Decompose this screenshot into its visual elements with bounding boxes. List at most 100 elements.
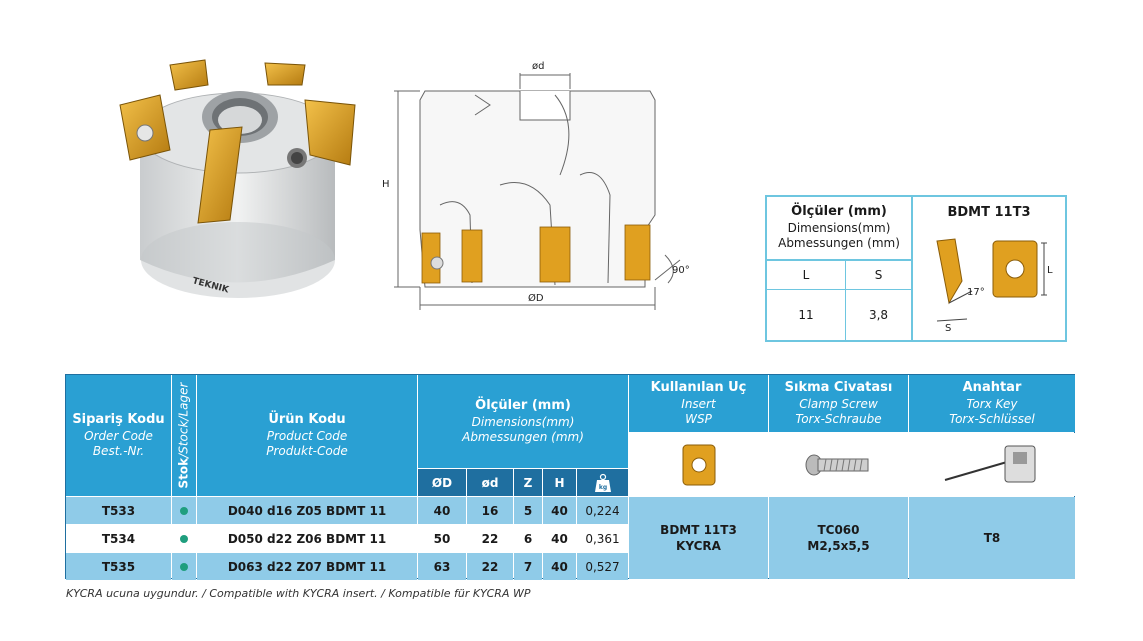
screw-image-cell <box>769 433 908 496</box>
header-key-de: Torx-Schlüssel <box>949 411 1035 426</box>
weight-icon: kg <box>594 473 611 492</box>
header-clamp-screw-de: Torx-Schraube <box>795 411 882 426</box>
header-dimensions-de: Abmessungen (mm) <box>462 429 584 444</box>
header-dimensions-tr: Ölçüler (mm) <box>475 398 571 414</box>
subheader-d: ød <box>467 469 513 496</box>
dims-val-S: 3,8 <box>868 308 889 322</box>
key-value: T8 <box>983 530 1001 545</box>
dims-title-main: Ölçüler (mm) <box>791 203 887 219</box>
subheader-weight: kg <box>577 469 628 496</box>
insert-image <box>682 444 715 485</box>
screw-value-line2: M2,5x5,5 <box>807 539 870 553</box>
header-dimensions: Ölçüler (mm) Dimensions(mm) Abmessungen … <box>418 375 628 468</box>
header-insert-de: WSP <box>685 411 712 426</box>
header-product-code-en: Product Code <box>266 428 348 443</box>
cell-product: D063 d22 Z07 BDMT 11 <box>197 553 417 580</box>
header-stock-rest: /Stock/Lager <box>176 382 191 458</box>
label-D-big: ØD <box>528 292 544 304</box>
label-d-small: ød <box>532 61 544 72</box>
key-image-cell <box>909 433 1075 496</box>
label-H: H <box>382 179 390 190</box>
torx-key-image <box>944 445 1036 482</box>
header-product-code-de: Produkt-Code <box>266 443 348 458</box>
insert-dimensions-box: Ölçüler (mm) Dimensions(mm) Abmessungen … <box>765 195 1067 342</box>
product-table: Sipariş Kodu Order Code Best.-Nr. Stok/S… <box>65 374 1075 580</box>
dims-title-cell: Ölçüler (mm) Dimensions(mm) Abmessungen … <box>767 197 911 259</box>
label-angle: 90° <box>672 265 690 276</box>
weight-icon-label: kg <box>598 484 606 491</box>
cell-weight: 0,224 <box>577 497 628 524</box>
header-stock: Stok/Stock/Lager <box>172 375 196 496</box>
cell-D: 63 <box>418 553 466 580</box>
dims-divider <box>767 289 911 290</box>
in-stock-dot-icon <box>180 534 188 543</box>
cell-d: 22 <box>467 553 513 580</box>
insert-angle: 17° <box>967 287 985 298</box>
cell-product: D040 d16 Z05 BDMT 11 <box>197 497 417 524</box>
subheader-H: H <box>543 469 576 496</box>
cell-weight: 0,527 <box>577 553 628 580</box>
dims-divider <box>767 259 911 261</box>
dims-col-S: S <box>874 268 883 282</box>
footnote: KYCRA ucuna uygundur. / Compatible with … <box>66 587 531 600</box>
screw-value-cell: TC060 M2,5x5,5 <box>769 497 908 579</box>
screw-value-line1: TC060 <box>817 522 860 537</box>
header-key: Anahtar Torx Key Torx-Schlüssel <box>909 375 1075 432</box>
header-order-code-de: Best.-Nr. <box>92 443 145 458</box>
cell-D: 40 <box>418 497 466 524</box>
header-clamp-screw: Sıkma Civatası Clamp Screw Torx-Schraube <box>769 375 908 432</box>
cell-order: T533 <box>66 497 171 524</box>
dims-title-de: Abmessungen (mm) <box>778 236 900 251</box>
header-insert-tr: Kullanılan Uç <box>650 380 747 396</box>
stock-cell <box>172 553 196 580</box>
cell-Z: 5 <box>514 497 542 524</box>
insert-label-L: L <box>1047 265 1053 276</box>
dims-title-en: Dimensions(mm) <box>787 220 891 235</box>
header-insert: Kullanılan Uç Insert WSP <box>629 375 768 432</box>
header-insert-en: Insert <box>681 396 716 411</box>
cell-product: D050 d22 Z06 BDMT 11 <box>197 525 417 552</box>
dims-col-L: L <box>802 268 810 282</box>
header-key-tr: Anahtar <box>962 380 1022 396</box>
header-dimensions-en: Dimensions(mm) <box>471 414 575 429</box>
in-stock-dot-icon <box>180 506 188 515</box>
subheader-Z: Z <box>514 469 542 496</box>
cell-order: T534 <box>66 525 171 552</box>
cell-Z: 7 <box>514 553 542 580</box>
insert-label-S: S <box>945 323 951 334</box>
cell-D: 50 <box>418 525 466 552</box>
screw-image <box>805 454 868 475</box>
header-stock-tr: Stok <box>176 457 191 489</box>
header-order-code-en: Order Code <box>84 428 153 443</box>
key-value-cell: T8 <box>909 497 1075 579</box>
cell-H: 40 <box>543 525 576 552</box>
insert-value-cell: BDMT 11T3 KYCRA <box>629 497 768 579</box>
stock-cell <box>172 497 196 524</box>
header-product-code: Ürün Kodu Product Code Produkt-Code <box>197 375 417 496</box>
header-product-code-tr: Ürün Kodu <box>268 412 346 428</box>
header-clamp-screw-en: Clamp Screw <box>799 396 878 411</box>
cell-Z: 6 <box>514 525 542 552</box>
header-clamp-screw-tr: Sıkma Civatası <box>784 380 893 396</box>
face-mill-product-image: TEKNIK <box>119 59 356 298</box>
insert-value-line1: BDMT 11T3 <box>660 522 737 537</box>
cell-order: T535 <box>66 553 171 580</box>
header-order-code: Sipariş Kodu Order Code Best.-Nr. <box>66 375 171 496</box>
cell-H: 40 <box>543 553 576 580</box>
cell-H: 40 <box>543 497 576 524</box>
dims-val-L: 11 <box>798 308 814 322</box>
cell-weight: 0,361 <box>577 525 628 552</box>
insert-diagram: L S 17° <box>936 238 1053 334</box>
dims-divider <box>845 259 846 340</box>
insert-image-cell <box>629 433 768 496</box>
stock-cell <box>172 525 196 552</box>
header-order-code-tr: Sipariş Kodu <box>72 412 165 428</box>
insert-value-line2: KYCRA <box>676 539 721 553</box>
dims-divider <box>911 197 913 340</box>
cell-d: 22 <box>467 525 513 552</box>
header-key-en: Torx Key <box>966 396 1018 411</box>
technical-drawing: ød H ØD 90° <box>382 61 690 310</box>
in-stock-dot-icon <box>180 562 188 571</box>
subheader-D: ØD <box>418 469 466 496</box>
cell-d: 16 <box>467 497 513 524</box>
